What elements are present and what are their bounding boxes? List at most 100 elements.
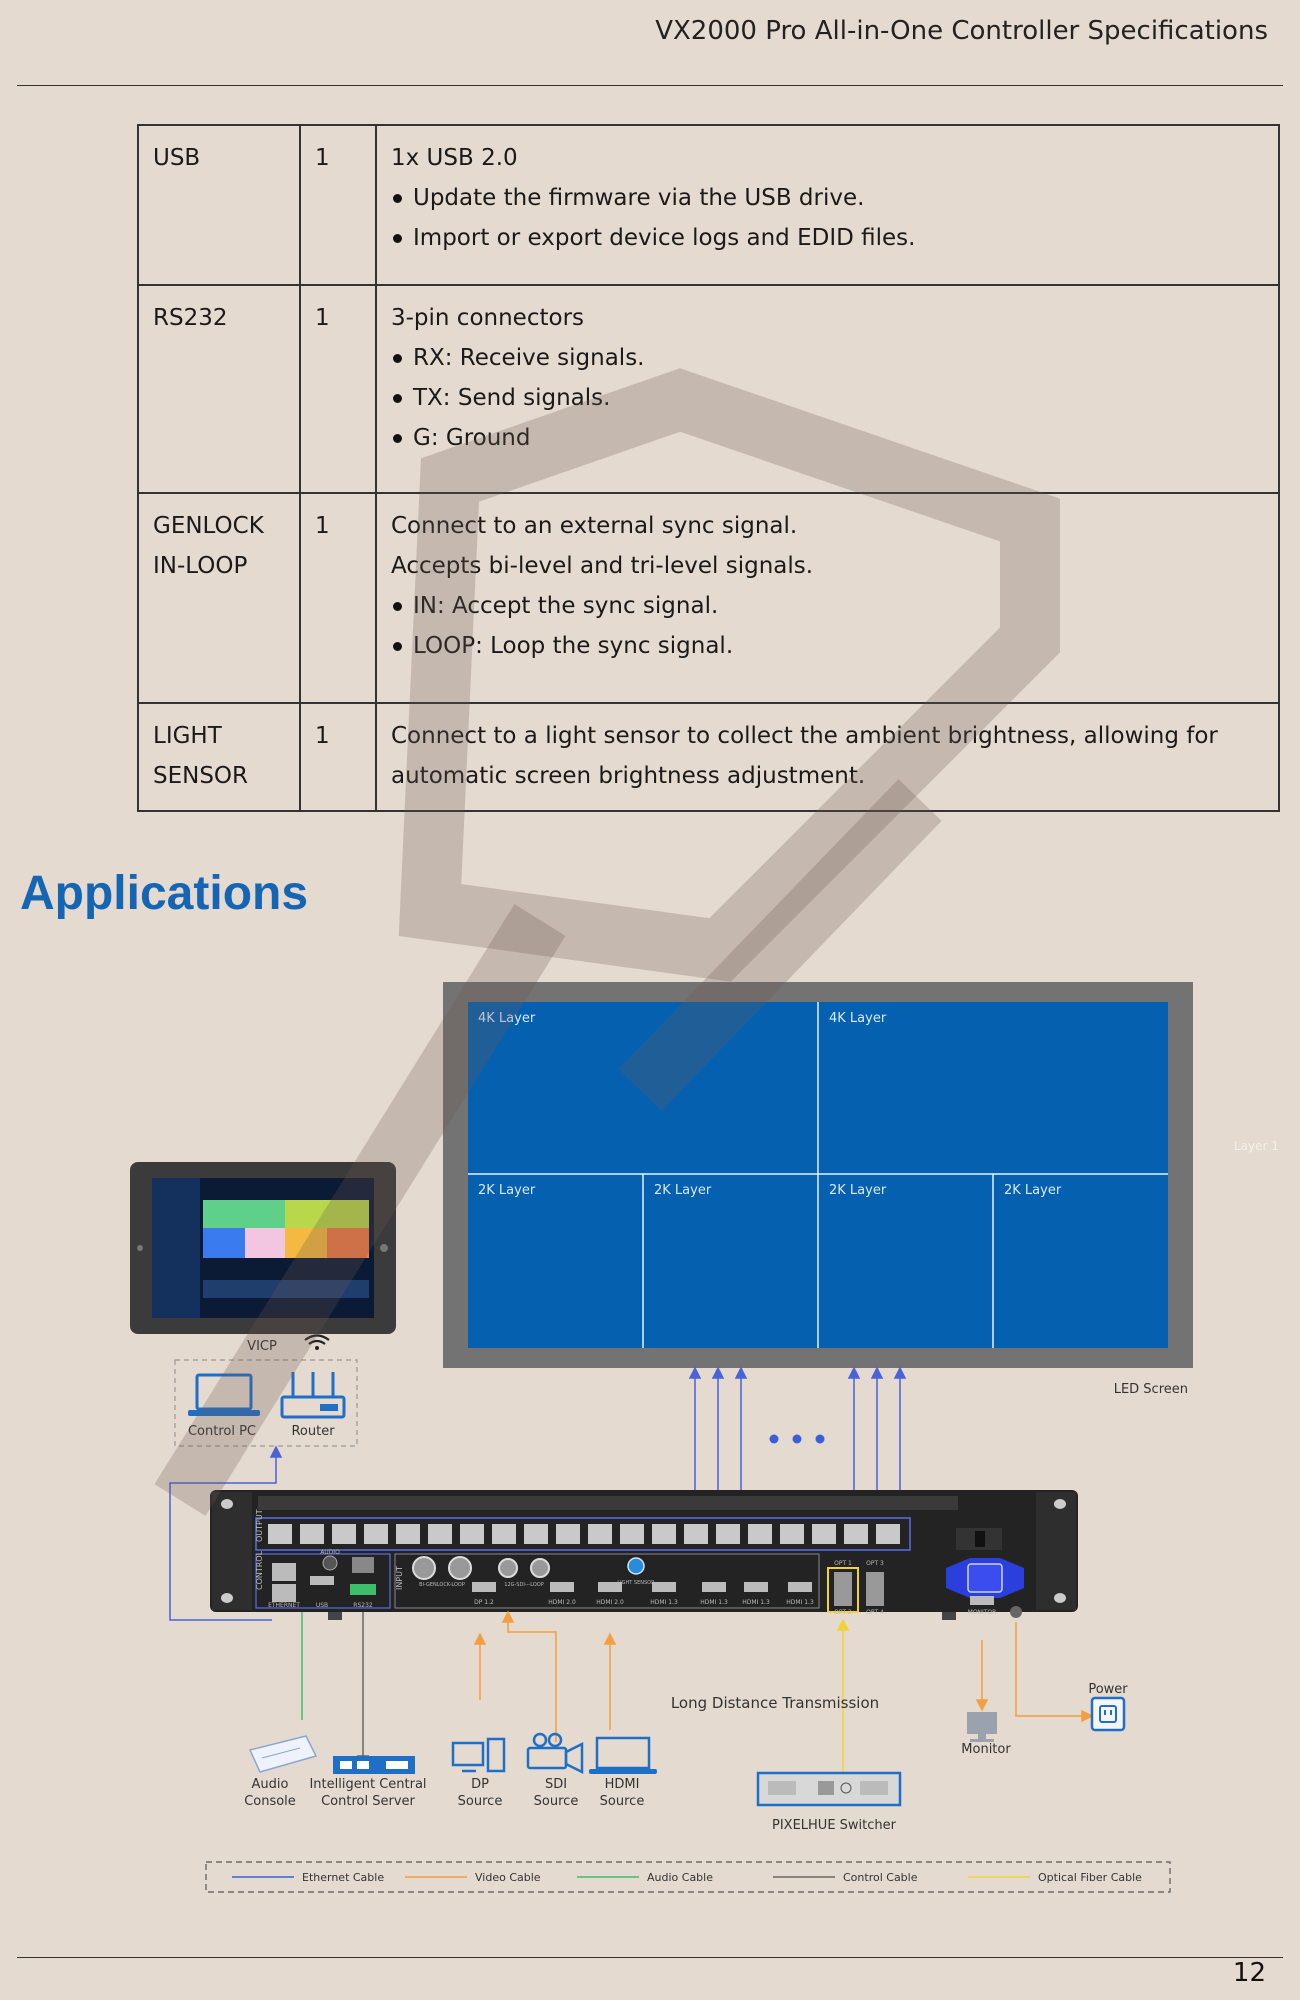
legend-box: [205, 1861, 1171, 1893]
spec-description-cell: Connect to a light sensor to collect the…: [375, 702, 1280, 812]
output-ethernet-port: [396, 1524, 420, 1544]
monitor-port-label: MONITOR: [968, 1609, 997, 1616]
rack-ear-right: [1036, 1492, 1076, 1610]
application-diagram: 4K Layer 4K Layer 2K Layer 2K Layer 2K L…: [0, 960, 1300, 1900]
legend-label: Optical Fiber Cable: [1038, 1871, 1142, 1884]
control-pc-label: Control PC: [188, 1424, 256, 1439]
monitor-icon: [967, 1712, 997, 1742]
sdi-in-port: [498, 1558, 518, 1578]
rack-hole: [1054, 1499, 1066, 1509]
genlock-label: BI-GENLOCK-LOOP: [419, 1582, 465, 1588]
rack-ear-left: [212, 1492, 252, 1610]
vicp-label: VICP: [247, 1339, 277, 1354]
rack-hole: [1054, 1593, 1066, 1603]
spec-quantity-cell: 1: [299, 492, 377, 704]
spec-bullet-item: RX: Receive signals.: [391, 338, 1264, 378]
video-input-port-label: HDMI 1.3: [786, 1599, 814, 1606]
section-title-applications: Applications: [20, 867, 309, 920]
spec-bullet-item: G: Ground: [391, 418, 1264, 458]
tablet-home-button: [380, 1244, 388, 1252]
layer-label: 2K Layer: [478, 1183, 536, 1198]
ground-screw: [1010, 1606, 1022, 1618]
genlock-loop-port: [448, 1556, 472, 1580]
ethernet-control-line: [169, 1445, 283, 1621]
video-input-port: [598, 1582, 622, 1592]
tablet-camera: [137, 1245, 143, 1251]
legend-label: Audio Cable: [647, 1871, 713, 1884]
output-ports: [268, 1524, 900, 1544]
output-ethernet-port: [364, 1524, 388, 1544]
output-ethernet-port: [268, 1524, 292, 1544]
footer-divider: [17, 1957, 1283, 1958]
page-number: 12: [1232, 1958, 1266, 1988]
video-input-port: [788, 1582, 812, 1592]
hdmi-laptop-icon: [589, 1736, 657, 1774]
video-input-port: [744, 1582, 768, 1592]
output-panel: [255, 1517, 911, 1551]
opt1-label: OPT 1: [834, 1560, 852, 1567]
control-panel-label: CONTROL: [255, 1550, 264, 1590]
optical-port: [834, 1572, 852, 1606]
output-ethernet-port: [620, 1524, 644, 1544]
ethernet-port: [272, 1584, 296, 1602]
layer-label: 2K Layer: [654, 1183, 712, 1198]
spec-name-cell: LIGHT SENSOR: [137, 702, 301, 812]
foot: [328, 1612, 342, 1620]
audio-console-icon: [248, 1735, 318, 1773]
router-icon: [280, 1372, 346, 1419]
spec-quantity-cell: 1: [299, 124, 377, 286]
legend-label: Ethernet Cable: [302, 1871, 384, 1884]
opt-highlight: [827, 1567, 859, 1613]
rack-hole: [221, 1593, 233, 1603]
legend-label: Control Cable: [843, 1871, 918, 1884]
spec-bullet-item: Import or export device logs and EDID fi…: [391, 218, 1264, 258]
control-pc-router-group: Control PC Router: [174, 1359, 358, 1447]
pixelhue-switcher-icon: [756, 1771, 902, 1807]
spec-bullet-item: TX: Send signals.: [391, 378, 1264, 418]
ethernet-port-label: ETHERNET: [268, 1602, 300, 1609]
control-panel: [255, 1553, 391, 1609]
output-ethernet-port: [492, 1524, 516, 1544]
led-screen-label: LED Screen: [1114, 1382, 1188, 1397]
control-server-icon: [333, 1756, 415, 1774]
spec-text-line: Connect to a light sensor to collect the…: [391, 723, 1218, 789]
sdi-camera-icon: [526, 1732, 584, 1775]
monitor-label: Monitor: [961, 1742, 1011, 1757]
audio-out-port: [352, 1557, 374, 1573]
output-ethernet-port: [780, 1524, 804, 1544]
spec-bullet-item: LOOP: Loop the sync signal.: [391, 626, 1264, 666]
layer-label: 2K Layer: [1004, 1183, 1062, 1198]
video-input-port: [472, 1582, 496, 1592]
video-input-port: [652, 1582, 676, 1592]
opt2-label: OPT 2: [834, 1609, 852, 1616]
controller-chassis: [210, 1490, 1078, 1612]
ellipsis-dots: [769, 1434, 825, 1444]
sdi-loop-port: [530, 1558, 550, 1578]
output-ethernet-port: [332, 1524, 356, 1544]
tablet-layer-block: [327, 1228, 369, 1258]
source-label: Source: [534, 1794, 579, 1809]
source-label: Source: [458, 1794, 503, 1809]
tablet-sidebar: [152, 1178, 200, 1318]
dashed-box: [174, 1359, 358, 1447]
source-label: Control Server: [321, 1794, 415, 1809]
light-sensor-label: LIGHT SENSOR: [617, 1580, 655, 1586]
source-label: HDMI: [605, 1777, 640, 1792]
sdi-label: 12G-SDI---LOOP: [504, 1582, 543, 1588]
output-ethernet-port: [716, 1524, 740, 1544]
spec-quantity-cell: 1: [299, 702, 377, 812]
light-sensor-port: [627, 1557, 645, 1575]
input-panel-label: INPUT: [395, 1566, 404, 1590]
vicp-tablet: VICP: [130, 1162, 396, 1354]
foot: [942, 1612, 956, 1620]
source-label: Console: [244, 1794, 296, 1809]
spec-bullet-item: Update the firmware via the USB drive.: [391, 178, 1264, 218]
usb-port: [310, 1576, 334, 1585]
